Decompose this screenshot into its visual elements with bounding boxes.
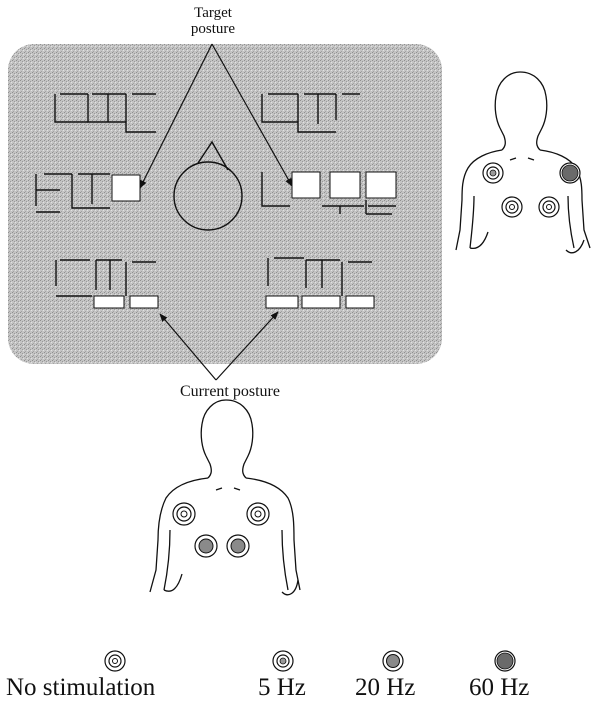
lower-right-shoulder-none [247,503,269,525]
body-figure-lower [150,400,300,595]
legend-label-60hz: 60 Hz [469,674,529,702]
upper-right-back-none [539,197,559,217]
legend-label-no-stimulation: No stimulation [6,674,155,702]
lower-left-back-20hz [195,535,217,557]
posture-panel [8,44,442,364]
lower-stim-markers [173,503,269,557]
legend-label-20hz: 20 Hz [355,674,415,702]
legend-label-5hz: 5 Hz [258,674,306,702]
body-figure-upper [456,72,590,253]
stim-60hz-icon [495,651,515,671]
no-stimulation-icon [105,651,125,671]
upper-right-shoulder-60hz [560,163,580,183]
lower-right-back-20hz [227,535,249,557]
stim-5hz-icon [273,651,293,671]
upper-left-shoulder-5hz [483,163,503,183]
target-square-left [112,175,140,201]
upper-left-back-none [502,197,522,217]
stim-20hz-icon [383,651,403,671]
upper-stim-markers [483,163,580,217]
lower-left-shoulder-none [173,503,195,525]
current-posture-label: Current posture [140,384,320,401]
target-posture-label: Target posture [170,6,256,38]
